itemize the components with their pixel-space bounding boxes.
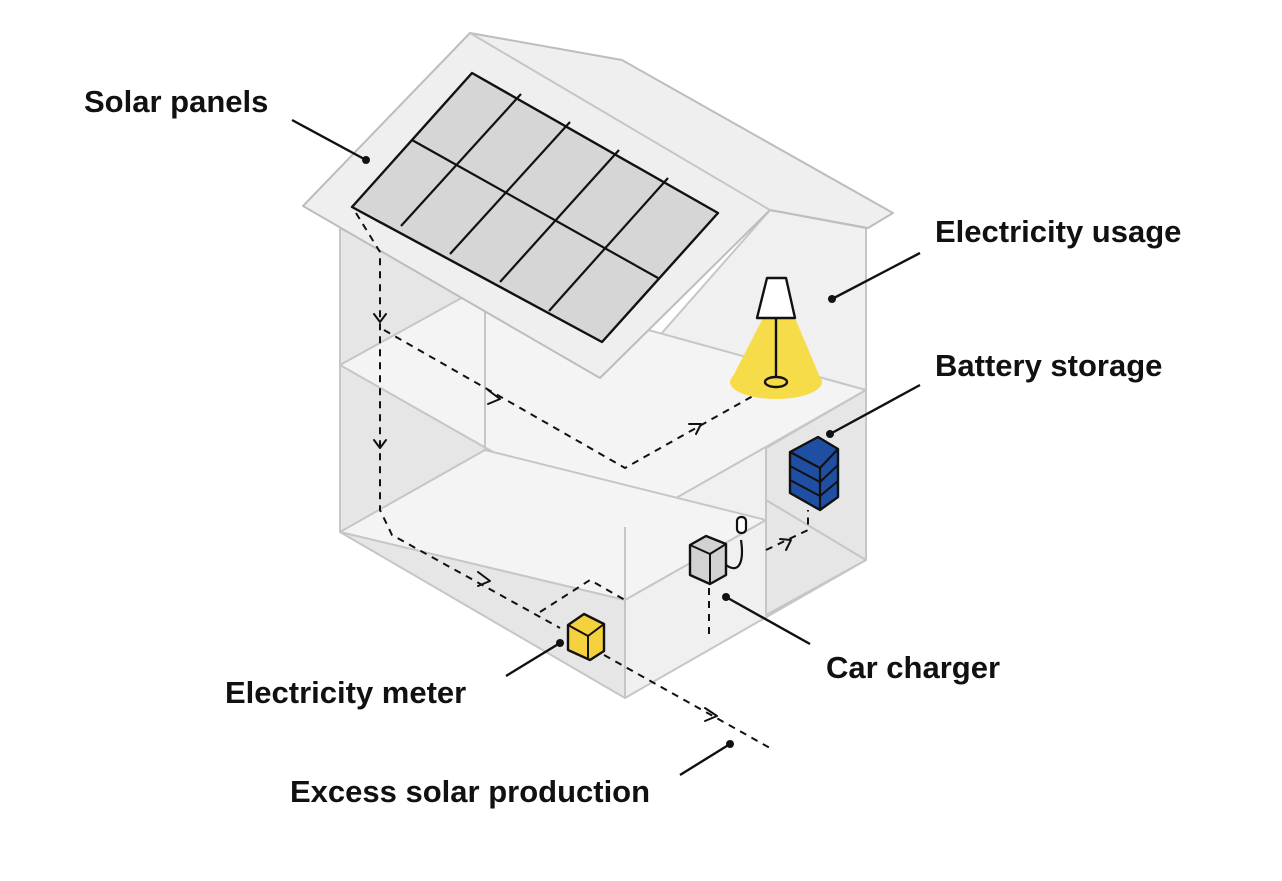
label-electricity-usage: Electricity usage: [935, 214, 1181, 249]
car-charger-icon: [688, 515, 748, 586]
battery-icon: [788, 435, 840, 512]
lamp-icon: [730, 276, 822, 399]
label-car-charger: Car charger: [826, 650, 1000, 685]
energy-flow-lines: [355, 212, 809, 749]
label-solar-panels: Solar panels: [84, 84, 268, 119]
solar-panel-icon: [350, 71, 720, 344]
electricity-meter-icon: [566, 612, 606, 662]
label-excess-solar-production: Excess solar production: [290, 774, 650, 809]
label-electricity-meter: Electricity meter: [225, 675, 466, 710]
leader-lines: [291, 118, 921, 777]
label-battery-storage: Battery storage: [935, 348, 1162, 383]
